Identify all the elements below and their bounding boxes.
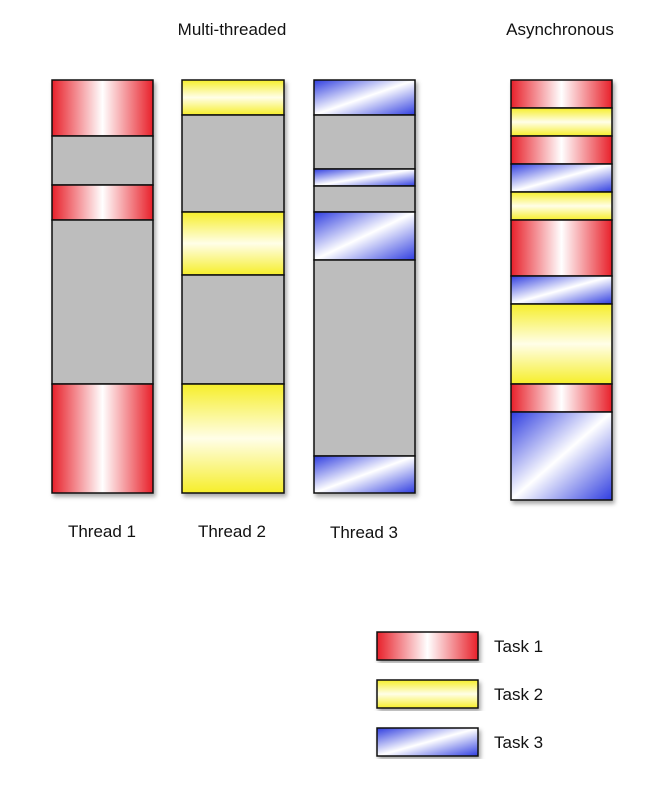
legend-label-task-2: Task 2: [494, 685, 544, 704]
task-3-segment: [510, 275, 613, 305]
thread-1-column: [51, 79, 154, 494]
legend-swatch-task-1: [376, 631, 479, 661]
task-1-segment: [510, 135, 613, 165]
idle-segment: [181, 274, 285, 385]
thread-2-column: [181, 79, 285, 494]
task-3-segment: [510, 163, 613, 193]
task-2-segment: [181, 79, 285, 116]
task-2-segment: [510, 191, 613, 221]
idle-segment: [51, 135, 154, 186]
task-2-segment: [181, 383, 285, 494]
task-1-segment: [510, 383, 613, 413]
task-1-segment: [51, 184, 154, 221]
asynchronous-column: [510, 79, 613, 501]
column-label-thread-1: Thread 1: [67, 522, 137, 541]
idle-segment: [51, 219, 154, 385]
task-3-segment: [510, 411, 613, 501]
legend-swatch-task-2: [376, 679, 479, 709]
task-3-segment: [313, 168, 416, 187]
column-label-thread-2: Thread 2: [197, 522, 267, 541]
idle-segment: [313, 114, 416, 170]
task-1-segment: [51, 383, 154, 494]
task-2-segment: [510, 107, 613, 137]
column-label-thread-3: Thread 3: [329, 523, 399, 542]
task-1-segment: [510, 219, 613, 277]
task-2-segment: [181, 211, 285, 276]
task-3-segment: [313, 79, 416, 116]
legend-label-task-1: Task 1: [494, 637, 544, 656]
task-2-segment: [510, 303, 613, 385]
legend-swatch-task-3: [376, 727, 479, 757]
idle-segment: [181, 114, 285, 213]
asynchronous-heading: Asynchronous: [506, 20, 614, 39]
thread-3-column: [313, 79, 416, 494]
task-3-segment: [313, 455, 416, 494]
idle-segment: [313, 259, 416, 457]
idle-segment: [313, 185, 416, 213]
task-3-segment: [313, 211, 416, 261]
task-1-segment: [510, 79, 613, 109]
legend-label-task-3: Task 3: [494, 733, 544, 752]
multi-threaded-heading: Multi-threaded: [177, 20, 287, 39]
task-1-segment: [51, 79, 154, 137]
